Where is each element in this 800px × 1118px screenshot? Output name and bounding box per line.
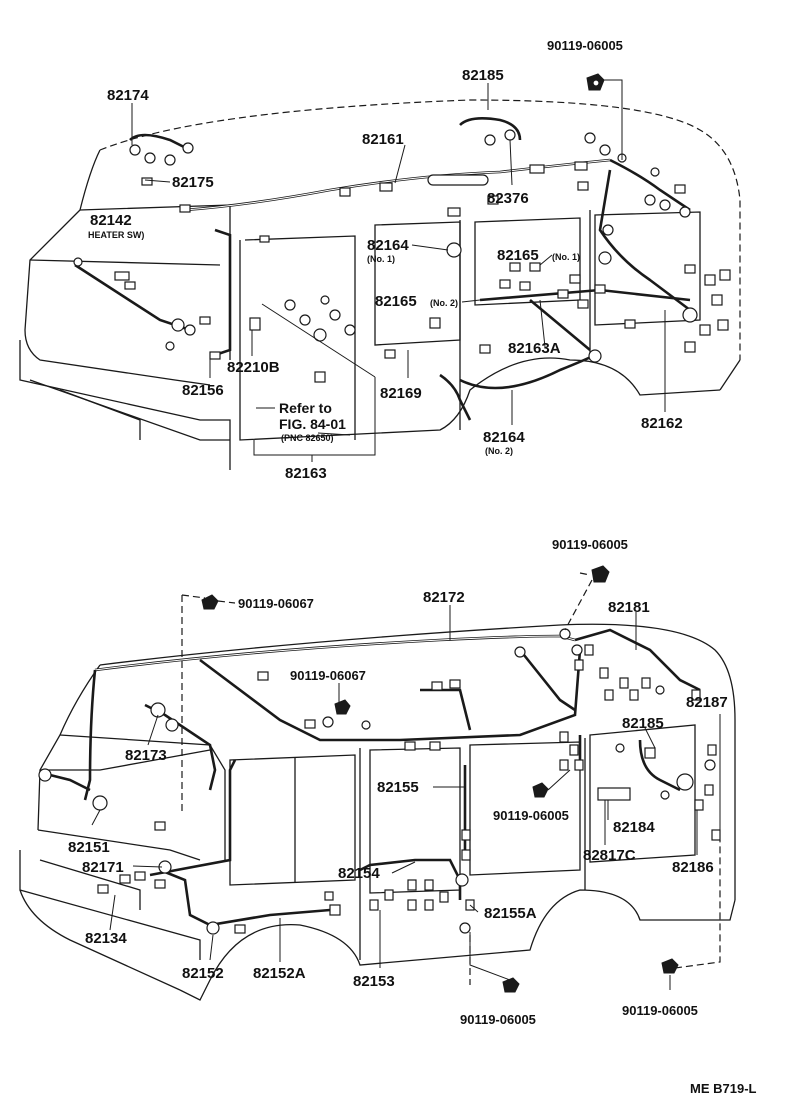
part-82181: 82181 bbox=[608, 599, 650, 616]
part-82171: 82171 bbox=[82, 859, 124, 876]
part-82165-a: 82165 bbox=[497, 247, 539, 264]
reference-line-3: (PNC 82650) bbox=[281, 433, 334, 443]
bottom-van-harnesses bbox=[49, 628, 701, 927]
reference-line-1: Refer to bbox=[279, 400, 332, 416]
top-van-leaders bbox=[131, 79, 666, 462]
part-82154: 82154 bbox=[338, 865, 380, 882]
part-90119-06005-d: 90119-06005 bbox=[460, 1012, 536, 1027]
figure-code: ME B719-L bbox=[690, 1081, 757, 1096]
part-82156: 82156 bbox=[182, 382, 224, 399]
part-82169: 82169 bbox=[380, 385, 422, 402]
part-82173: 82173 bbox=[125, 747, 167, 764]
part-90119-06067-a: 90119-06067 bbox=[238, 596, 314, 611]
bottom-van-connectors bbox=[38, 565, 721, 993]
part-82163a: 82163A bbox=[508, 340, 561, 357]
part-90119-06005-c: 90119-06005 bbox=[493, 808, 569, 823]
part-90119-06005-b: 90119-06005 bbox=[552, 537, 628, 552]
part-82152: 82152 bbox=[182, 965, 224, 982]
part-82187: 82187 bbox=[686, 694, 728, 711]
top-van-connectors bbox=[73, 73, 731, 383]
part-82175: 82175 bbox=[172, 174, 214, 191]
bottom-van-body bbox=[19, 594, 736, 1001]
top-van-body bbox=[19, 99, 741, 470]
part-82134: 82134 bbox=[85, 930, 127, 947]
part-90119-06005-a: 90119-06005 bbox=[547, 38, 623, 53]
part-82165-b-note: (No. 2) bbox=[430, 298, 458, 308]
part-82164-a-note: (No. 1) bbox=[367, 254, 395, 264]
top-van-harnesses bbox=[74, 117, 691, 421]
part-82164-a: 82164 bbox=[367, 237, 409, 254]
part-82153: 82153 bbox=[353, 973, 395, 990]
part-82155a: 82155A bbox=[484, 905, 537, 922]
part-82174: 82174 bbox=[107, 87, 149, 104]
part-82165-b: 82165 bbox=[375, 293, 417, 310]
part-82142-note: HEATER SW) bbox=[88, 230, 144, 240]
part-82186: 82186 bbox=[672, 859, 714, 876]
reference-line-2: FIG. 84-01 bbox=[279, 416, 346, 432]
part-90119-06067-b: 90119-06067 bbox=[290, 668, 366, 683]
part-82164-b-note: (No. 2) bbox=[485, 446, 513, 456]
top-van-labels: 90119-06005 82185 82174 82161 82175 8214… bbox=[88, 38, 683, 482]
bottom-van-leaders bbox=[91, 572, 721, 990]
part-82152a: 82152A bbox=[253, 965, 306, 982]
part-82161: 82161 bbox=[362, 131, 404, 148]
part-90119-06005-e: 90119-06005 bbox=[622, 1003, 698, 1018]
part-82165-a-note: (No. 1) bbox=[552, 252, 580, 262]
part-82172: 82172 bbox=[423, 589, 465, 606]
part-82184: 82184 bbox=[613, 819, 655, 836]
part-82142: 82142 bbox=[90, 212, 132, 229]
part-82185-b: 82185 bbox=[622, 715, 664, 732]
part-82162: 82162 bbox=[641, 415, 683, 432]
part-82164-b: 82164 bbox=[483, 429, 525, 446]
part-82185-a: 82185 bbox=[462, 67, 504, 84]
part-82376: 82376 bbox=[487, 190, 529, 207]
part-82155: 82155 bbox=[377, 779, 419, 796]
part-82210b: 82210B bbox=[227, 359, 280, 376]
bottom-van-labels: 90119-06005 90119-06067 82172 82181 9011… bbox=[68, 537, 728, 1027]
part-82817c: 82817C bbox=[583, 847, 636, 864]
part-82163: 82163 bbox=[285, 465, 327, 482]
part-82151: 82151 bbox=[68, 839, 110, 856]
